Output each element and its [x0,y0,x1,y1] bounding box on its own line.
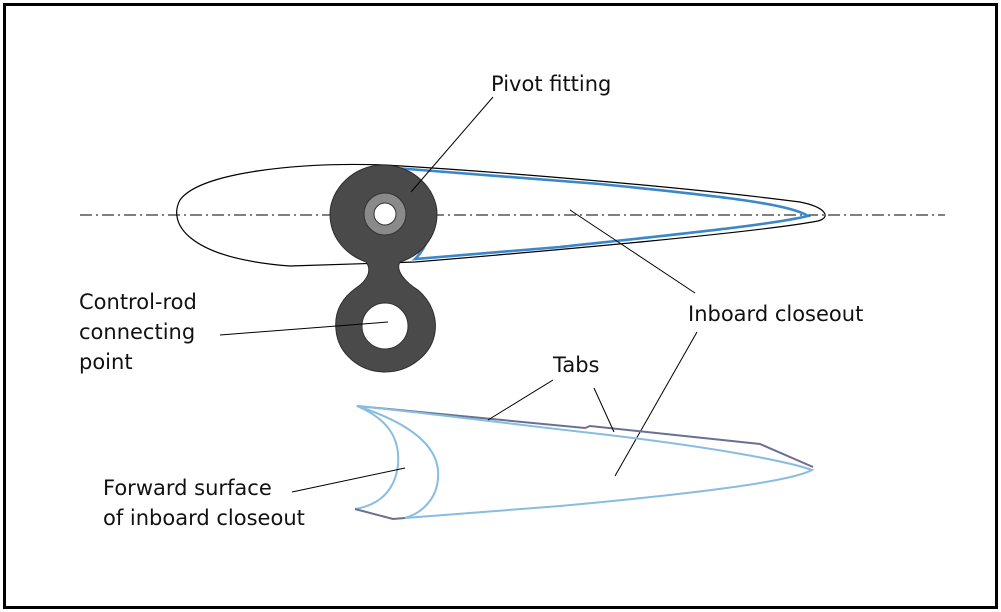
label-tabs: Tabs [552,353,600,377]
label-pivot-fitting: Pivot fitting [491,72,611,96]
airfoil-outline [176,163,826,267]
forward-surface-leader [291,467,406,493]
closeout-part-side [356,405,815,519]
control-rod-hole [361,302,409,350]
pivot-leader-line [410,96,494,193]
label-control-rod-1: Control-rod [79,290,197,314]
pivot-fitting-body [329,164,438,373]
inboard-closeout-leader-bottom [614,331,698,477]
diagram-frame [3,3,998,609]
control-rod-leader-line [219,321,389,336]
forward-surface-inner-curve [354,405,400,510]
label-forward-surface-2: of inboard closeout [103,506,305,530]
label-control-rod-2: connecting [79,320,195,344]
tabs-leader-left [487,379,554,421]
tabs-leader-right [593,387,615,433]
closeout-part-bottom-edge [354,508,406,521]
inboard-closeout-leader-top [569,209,696,294]
label-control-rod-3: point [79,350,133,374]
pivot-hole [373,202,397,226]
closeout-part-top-edge [356,405,814,468]
label-forward-surface-1: Forward surface [103,476,272,500]
label-inboard-closeout: Inboard closeout [688,302,863,326]
